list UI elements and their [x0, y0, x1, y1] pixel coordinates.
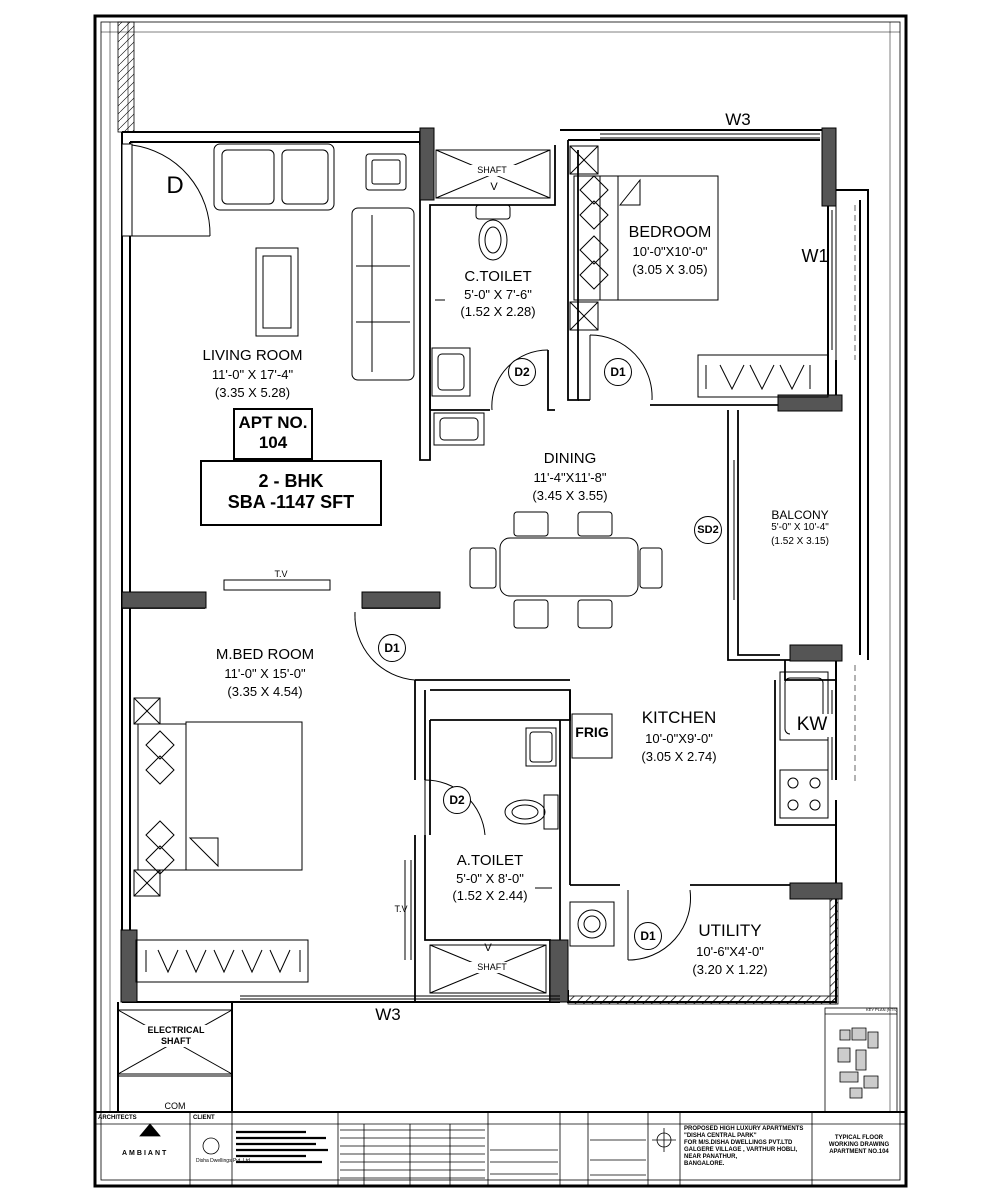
atoilet-v-label: V	[484, 942, 492, 954]
door-d1-mbed-tag: D1	[378, 634, 406, 662]
apt-number-label: APT NO.	[238, 413, 308, 432]
balcony-dim-ft: 5'-0" X 10'-4"	[771, 522, 829, 533]
tb-project-3: FOR M/S.DISHA DWELLINGS PVT.LTD	[684, 1140, 793, 1146]
atoilet-dim-ft: 5'-0" X 8'-0"	[456, 871, 524, 886]
dining-dim-m: (3.45 X 3.55)	[532, 488, 608, 503]
dining-dim-ft: 11'-4"X11'-8"	[533, 470, 607, 485]
fridge-tag: FRIG	[575, 724, 609, 740]
tb-sheet-2: WORKING DRAWING	[828, 1142, 890, 1148]
ctoilet-shaft-label: SHAFT	[462, 165, 522, 176]
mbed-dim-m: (3.35 X 4.54)	[227, 684, 303, 699]
tb-project-4: GALGERE VILLAGE , VARTHUR HOBLI,	[684, 1147, 798, 1153]
electrical-shaft-label-1: ELECTRICAL	[138, 1025, 214, 1036]
tv-mbed-label: T.V	[394, 904, 408, 914]
tb-project-6: BANGALORE.	[684, 1161, 725, 1167]
tb-project-2: "DISHA CENTRAL PARK"	[684, 1133, 757, 1139]
tb-client: CLIENT	[193, 1115, 215, 1121]
tb-architects: ARCHITECTS	[98, 1115, 137, 1121]
main-door	[121, 143, 211, 237]
tv-living-label: T.V	[274, 569, 288, 579]
tb-client-name: Disha Dwellings Pvt. Ltd.	[196, 1158, 252, 1164]
utility-brick-wall-side	[829, 898, 839, 1005]
door-d1-bedroom-tag: D1	[604, 358, 632, 386]
dining-table	[469, 511, 663, 629]
living-room-dim-m: (3.35 X 5.28)	[214, 385, 291, 400]
tb-sheet-1: TYPICAL FLOOR	[834, 1135, 884, 1141]
balcony-name: BALCONY	[771, 508, 829, 522]
compound-wall-right	[835, 205, 856, 785]
apt-number-value: 104	[258, 433, 288, 452]
main-door-tag: D	[166, 172, 184, 199]
kitchen-dim-ft: 10'-0"X9'-0"	[645, 731, 713, 746]
windows	[240, 129, 833, 1003]
bedroom-name: BEDROOM	[628, 224, 712, 241]
utility-dim-ft: 10'-6"X4'-0"	[696, 944, 764, 959]
utility-name: UTILITY	[698, 921, 762, 940]
kitchen-window-tag: KW	[790, 714, 834, 737]
bedroom-dim-ft: 10'-0"X10'-0"	[632, 244, 708, 259]
apt-type: 2 - BHK	[258, 471, 324, 491]
tb-project-5: NEAR PANATHUR,	[684, 1154, 738, 1160]
door-swings	[354, 334, 691, 961]
ctoilet-dim-ft: 5'-0" X 7'-6"	[464, 287, 532, 302]
electrical-shaft-label-2: SHAFT	[138, 1036, 214, 1047]
window-w1-tag: W1	[801, 246, 829, 266]
balcony-dim-m: (1.52 X 3.15)	[771, 536, 829, 547]
ctoilet-fixtures	[431, 149, 551, 446]
utility-brick-wall	[567, 995, 837, 1005]
living-furniture	[213, 143, 415, 591]
mbed-furniture	[133, 697, 309, 983]
structural-columns	[120, 127, 843, 1003]
atoilet-shaft-label: SHAFT	[462, 962, 522, 973]
ctoilet-name: C.TOILET	[464, 268, 532, 285]
utility-dim-m: (3.20 X 1.22)	[692, 962, 768, 977]
living-room-dim-ft: 11'-0" X 17'-4"	[211, 367, 294, 382]
mbed-name: M.BED ROOM	[215, 646, 315, 663]
window-w3-top-tag: W3	[725, 110, 751, 129]
mbed-dim-ft: 11'-0" X 15'-0"	[224, 666, 306, 681]
tb-key-plan: KEY PLAN (NTS)	[866, 1007, 898, 1012]
title-block-grid	[94, 1111, 907, 1187]
door-d2-atoilet-tag: D2	[443, 786, 471, 814]
tb-project-1: PROPOSED HIGH LUXURY APARTMENTS	[684, 1126, 804, 1132]
atoilet-dim-m: (1.52 X 2.44)	[452, 888, 528, 903]
apt-area: SBA -1147 SFT	[227, 492, 355, 512]
compound-strip	[117, 21, 135, 133]
door-d2-ctoilet-tag: D2	[508, 358, 536, 386]
key-plan	[824, 1007, 898, 1113]
ctoilet-v-label: V	[490, 181, 498, 193]
atoilet-name: A.TOILET	[456, 852, 524, 869]
window-w3-bottom-tag: W3	[375, 1005, 401, 1024]
dining-name: DINING	[543, 450, 597, 467]
com-label: COM	[164, 1101, 186, 1111]
bedroom-dim-m: (3.05 X 3.05)	[632, 262, 708, 277]
interior-walls	[122, 140, 836, 1002]
apt-number-box: APT NO. 104	[233, 408, 313, 460]
living-room-name: LIVING ROOM	[202, 347, 303, 364]
kitchen-dim-m: (3.05 X 2.74)	[641, 749, 717, 764]
kitchen-name: KITCHEN	[641, 708, 717, 727]
tb-architect-firm: AMBIANT	[122, 1150, 169, 1157]
sliding-door-sd2-tag: SD2	[694, 516, 722, 544]
tb-sheet-3: APARTMENT NO.104	[829, 1149, 889, 1155]
ctoilet-dim-m: (1.52 X 2.28)	[460, 304, 536, 319]
door-d1-utility-tag: D1	[634, 922, 662, 950]
apt-type-box: 2 - BHK SBA -1147 SFT	[200, 460, 382, 526]
bedroom-furniture	[569, 145, 829, 398]
